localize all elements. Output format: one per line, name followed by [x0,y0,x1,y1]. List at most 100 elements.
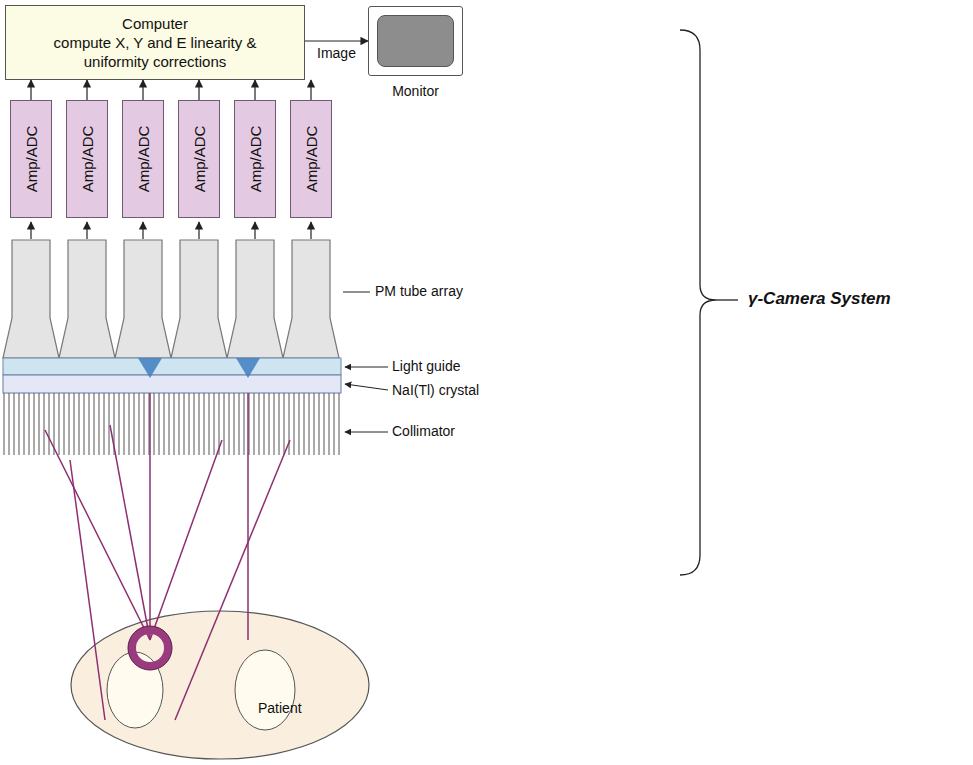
septum [39,393,40,455]
septum [144,393,145,455]
signal-connector [198,80,199,100]
signal-arrow [86,222,87,239]
septum [34,393,35,455]
node-label: Monitor [392,83,439,99]
gamma-ray [70,460,105,720]
pm-tube [227,240,283,358]
pm-tube [171,240,227,358]
light-cone [138,358,162,378]
septum [319,393,320,455]
septum [134,393,135,455]
leader-arrow [345,367,388,368]
gamma-ray [247,393,249,640]
septum [284,393,285,455]
patient-outline [70,610,370,760]
septum [69,393,70,455]
septum [239,393,240,455]
light-guide [3,358,341,375]
septum [244,393,245,455]
septum [84,393,85,455]
septum [99,393,100,455]
septum [189,393,190,455]
body-outline [71,611,369,759]
septum [49,393,50,455]
septum [64,393,65,455]
monitor-box: Monitor [368,6,463,76]
leader-line [343,292,370,293]
septum [289,393,290,455]
septum [129,393,130,455]
septum [214,393,215,455]
pm-tube [115,240,171,358]
amp-adc-box: Amp/ADC [10,100,52,218]
septum [254,393,255,455]
septum [9,393,10,455]
uptake-ring-edge [128,626,172,670]
signal-connector [142,80,143,100]
septum [79,393,80,455]
signal-connector [310,80,311,100]
signal-connector [305,40,368,41]
septum [174,393,175,455]
signal-arrow [198,222,199,239]
monitor-screen [377,15,454,67]
node-label: Amp/ADC [79,126,96,193]
patient-body: Patient [70,610,370,760]
septum [159,393,160,455]
septum [274,393,275,455]
septum [169,393,170,455]
septum [94,393,95,455]
gamma-ray [150,440,222,640]
signal-connector [30,80,31,100]
septum [304,393,305,455]
amp-adc-box: Amp/ADC [178,100,220,218]
septum [4,393,5,455]
leader-arrow [345,432,388,433]
part-label: PM tube array [375,283,463,299]
septum [264,393,265,455]
septum [199,393,200,455]
septum [89,393,90,455]
septum [269,393,270,455]
amp-adc-box: Amp/ADC [290,100,332,218]
part-label: NaI(Tl) crystal [392,382,479,398]
septum [154,393,155,455]
septum [119,393,120,455]
septum [324,393,325,455]
septum [294,393,295,455]
organ [235,650,295,730]
septum [109,393,110,455]
septum [179,393,180,455]
signal-arrow [310,222,311,239]
septum [44,393,45,455]
signal-connector [254,80,255,100]
bracket-tick [716,299,738,300]
part-label: Collimator [392,423,455,439]
box-heading: Computer [122,14,188,33]
light-cone [236,358,260,378]
node-label: Amp/ADC [303,126,320,193]
gamma-ray [45,430,150,640]
signal-arrow [142,222,143,239]
gamma-ray [110,425,150,640]
septum [59,393,60,455]
septum [259,393,260,455]
septum [234,393,235,455]
gamma-ray [175,440,290,720]
node-label: Patient [258,700,302,716]
septum [229,393,230,455]
septum [224,393,225,455]
amp-adc-box: Amp/ADC [66,100,108,218]
box-body: compute X, Y and E linearity & uniformit… [30,33,280,71]
pm-tube [3,240,59,358]
septum [124,393,125,455]
edge-label: Image [317,45,356,61]
septum [334,393,335,455]
septum [24,393,25,455]
septum [339,393,340,455]
septum [74,393,75,455]
signal-arrow [254,222,255,239]
gamma-ray [149,393,151,640]
node-label: Amp/ADC [23,126,40,193]
